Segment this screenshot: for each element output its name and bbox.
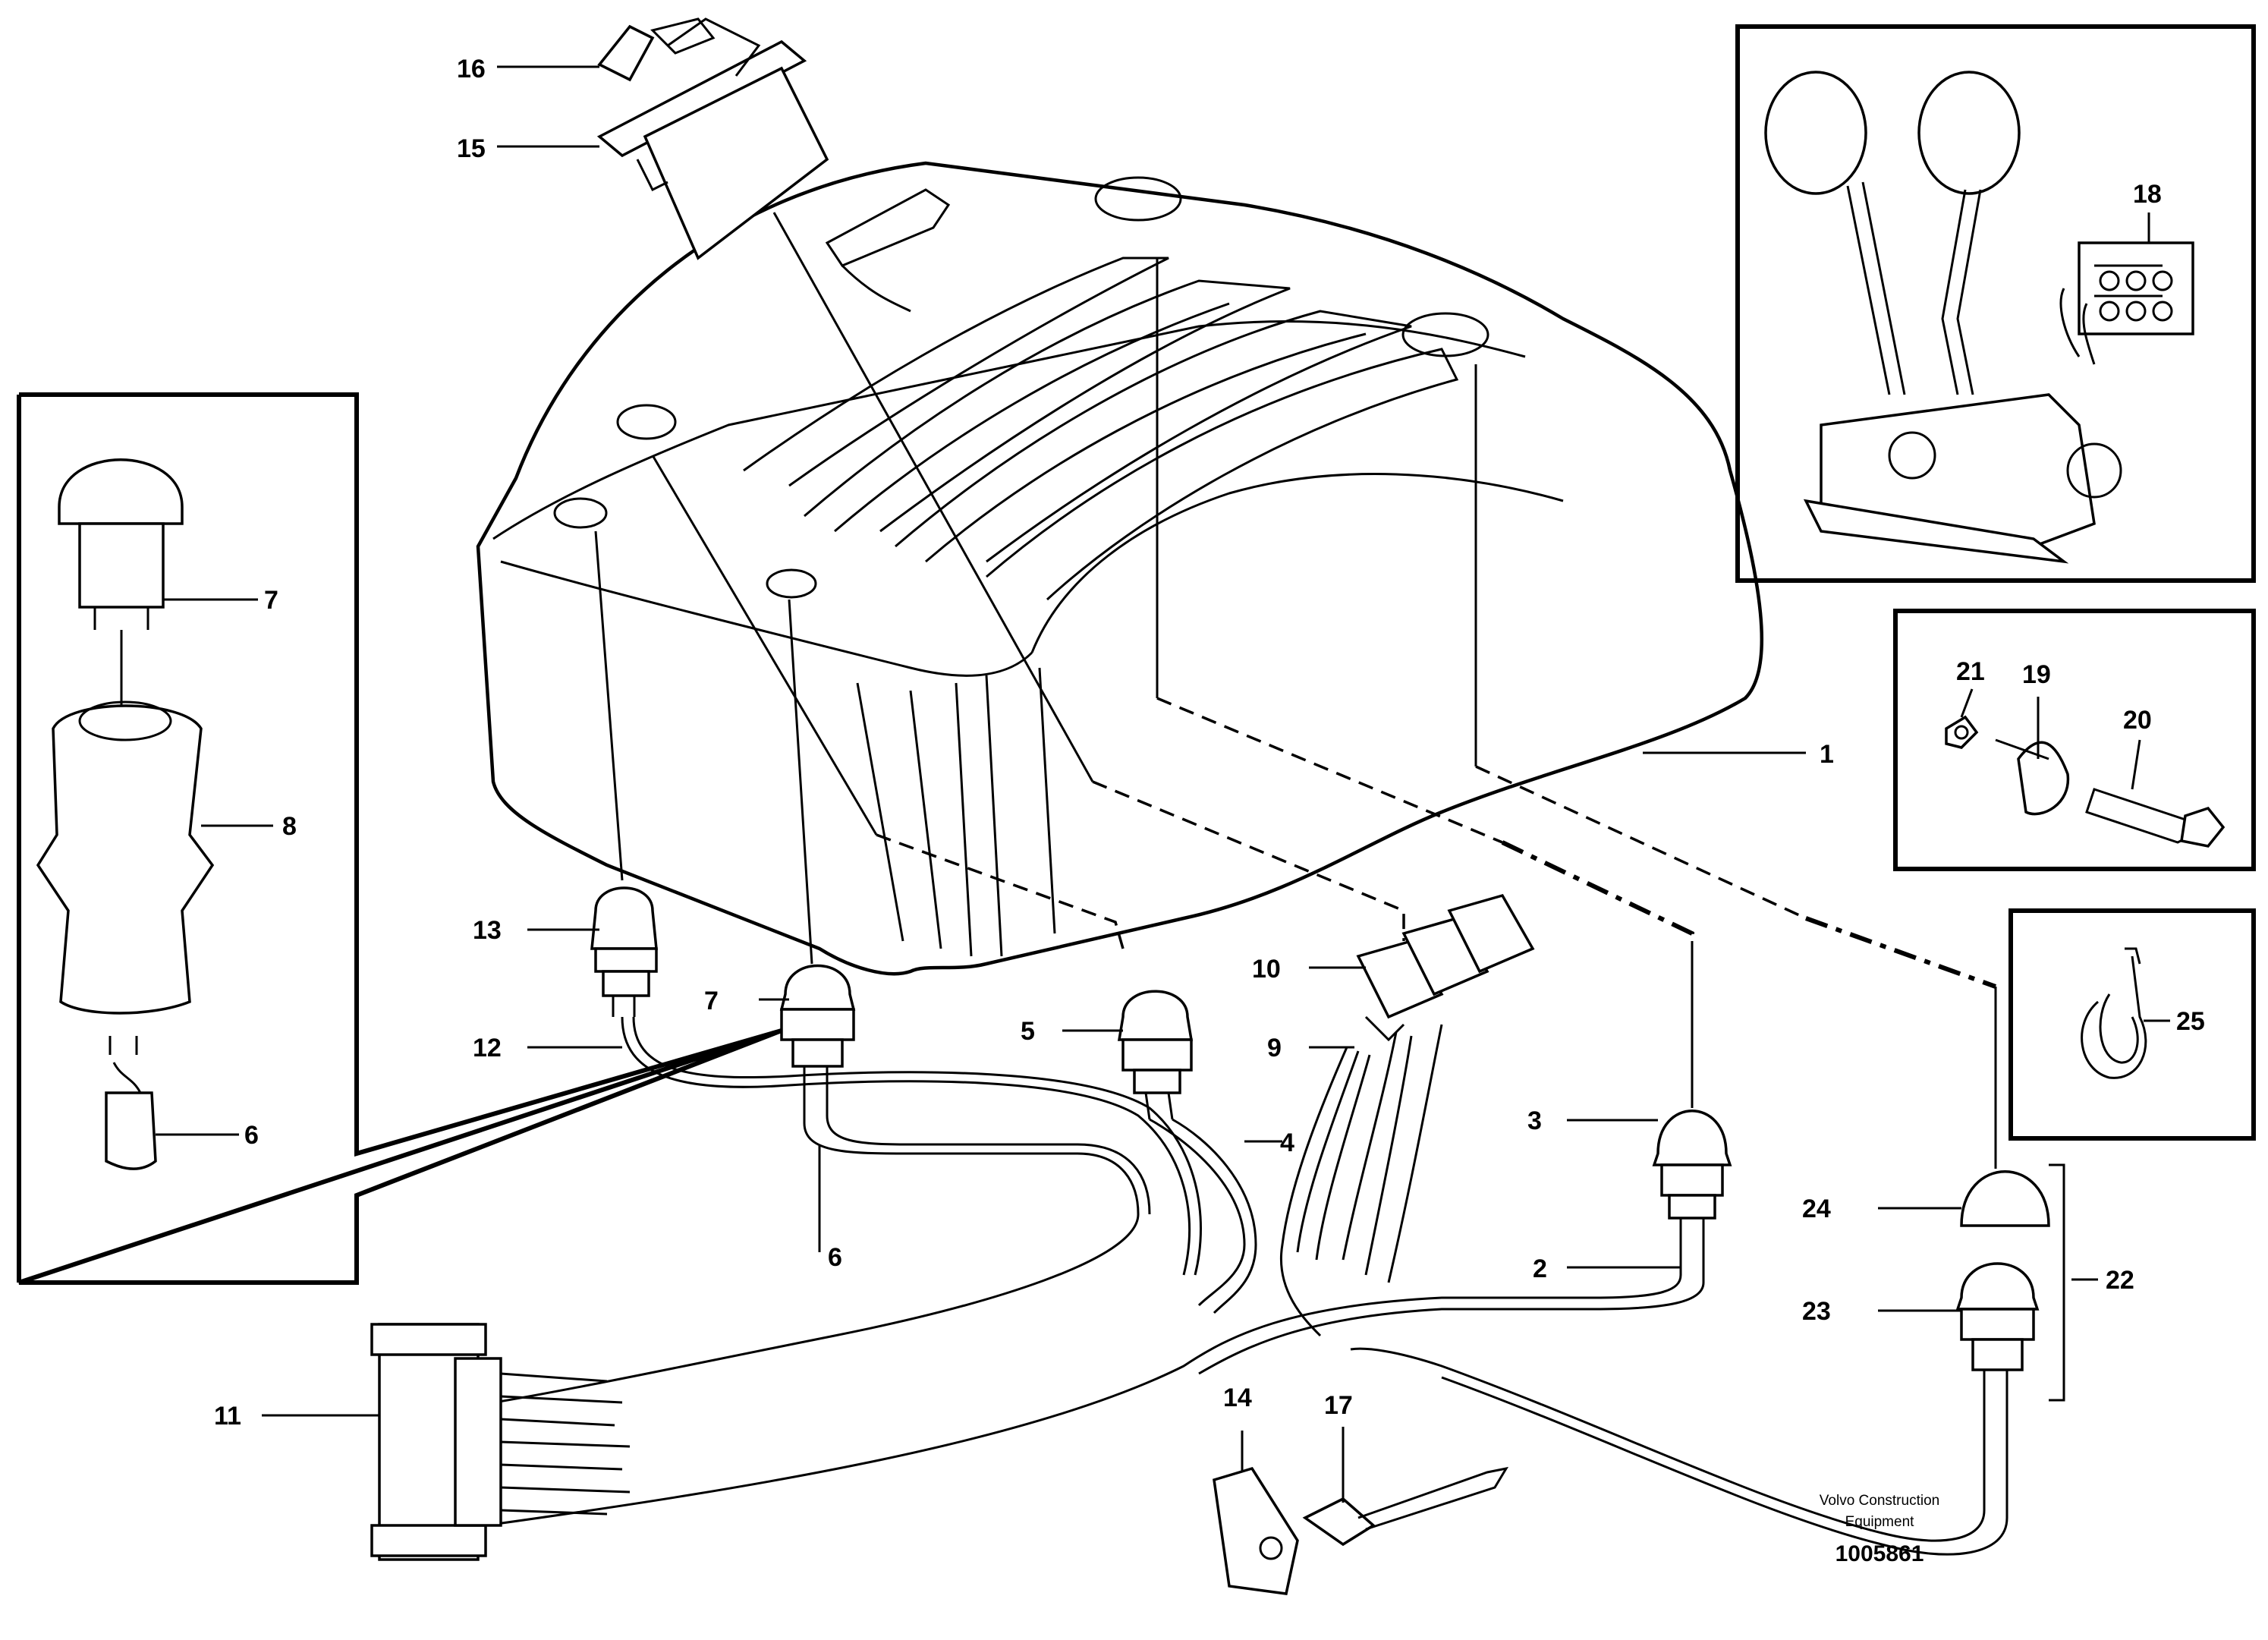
- harness-connector-11: [370, 1323, 631, 1561]
- label-7: 7: [704, 987, 719, 1015]
- routing-lines: [594, 212, 1997, 1169]
- part-labels: 16 15 7 8 6 1 13 12 7 6 5 4 10 9 3 2 24 …: [214, 55, 2205, 1431]
- label-1: 1: [1820, 740, 1834, 769]
- label-6: 6: [828, 1243, 842, 1272]
- label-15: 15: [457, 134, 486, 163]
- push-button-13: [590, 886, 658, 1017]
- label-8: 8: [282, 812, 297, 841]
- label-25: 25: [2176, 1007, 2205, 1036]
- label-21: 21: [1956, 657, 1985, 686]
- label-3: 3: [1527, 1106, 1542, 1135]
- push-button-3: [1652, 1110, 1732, 1241]
- label-10: 10: [1252, 955, 1281, 984]
- rocker-switch: [596, 17, 829, 260]
- push-button-7: [779, 964, 856, 1093]
- label-12: 12: [473, 1034, 502, 1062]
- switch-cap: [597, 24, 655, 82]
- button-cap-24: [1960, 1170, 2050, 1227]
- inset-push-button-detail: [17, 392, 783, 1285]
- caption: Volvo Construction Equipment 1005861: [1820, 1493, 1939, 1566]
- label-16: 16: [457, 55, 486, 83]
- label-19: 19: [2022, 660, 2051, 689]
- button-body-23: [1955, 1262, 2040, 1396]
- label-18: 18: [2133, 180, 2162, 209]
- label-22: 22: [2106, 1266, 2134, 1295]
- cable-tie-17: [1302, 1466, 1509, 1547]
- label-24: 24: [1802, 1195, 1831, 1223]
- label-9: 9: [1267, 1034, 1282, 1062]
- label-4: 4: [1280, 1128, 1294, 1157]
- leader-lines: [156, 65, 2170, 1503]
- label-20: 20: [2123, 706, 2152, 735]
- label-7-inset: 7: [264, 586, 278, 615]
- label-2: 2: [1533, 1254, 1547, 1283]
- label-6-inset: 6: [244, 1121, 259, 1150]
- label-14: 14: [1223, 1383, 1252, 1412]
- caption-company-line1: Volvo Construction: [1820, 1493, 1939, 1509]
- console-housing: [476, 161, 1764, 976]
- label-5: 5: [1021, 1017, 1035, 1046]
- caption-company-line2: Equipment: [1845, 1514, 1915, 1530]
- label-17: 17: [1324, 1391, 1353, 1420]
- caption-drawing-number: 1005861: [1835, 1541, 1924, 1566]
- inset-cable-tie: [2008, 908, 2256, 1141]
- label-13: 13: [473, 916, 502, 945]
- inset-lever-assembly: [1735, 24, 2256, 583]
- bracket-22: [2049, 1163, 2065, 1402]
- label-11: 11: [214, 1402, 241, 1431]
- cable-clip-14: [1213, 1466, 1299, 1595]
- push-button-5: [1117, 990, 1194, 1120]
- inset-hardware: [1893, 609, 2256, 871]
- label-23: 23: [1802, 1297, 1831, 1326]
